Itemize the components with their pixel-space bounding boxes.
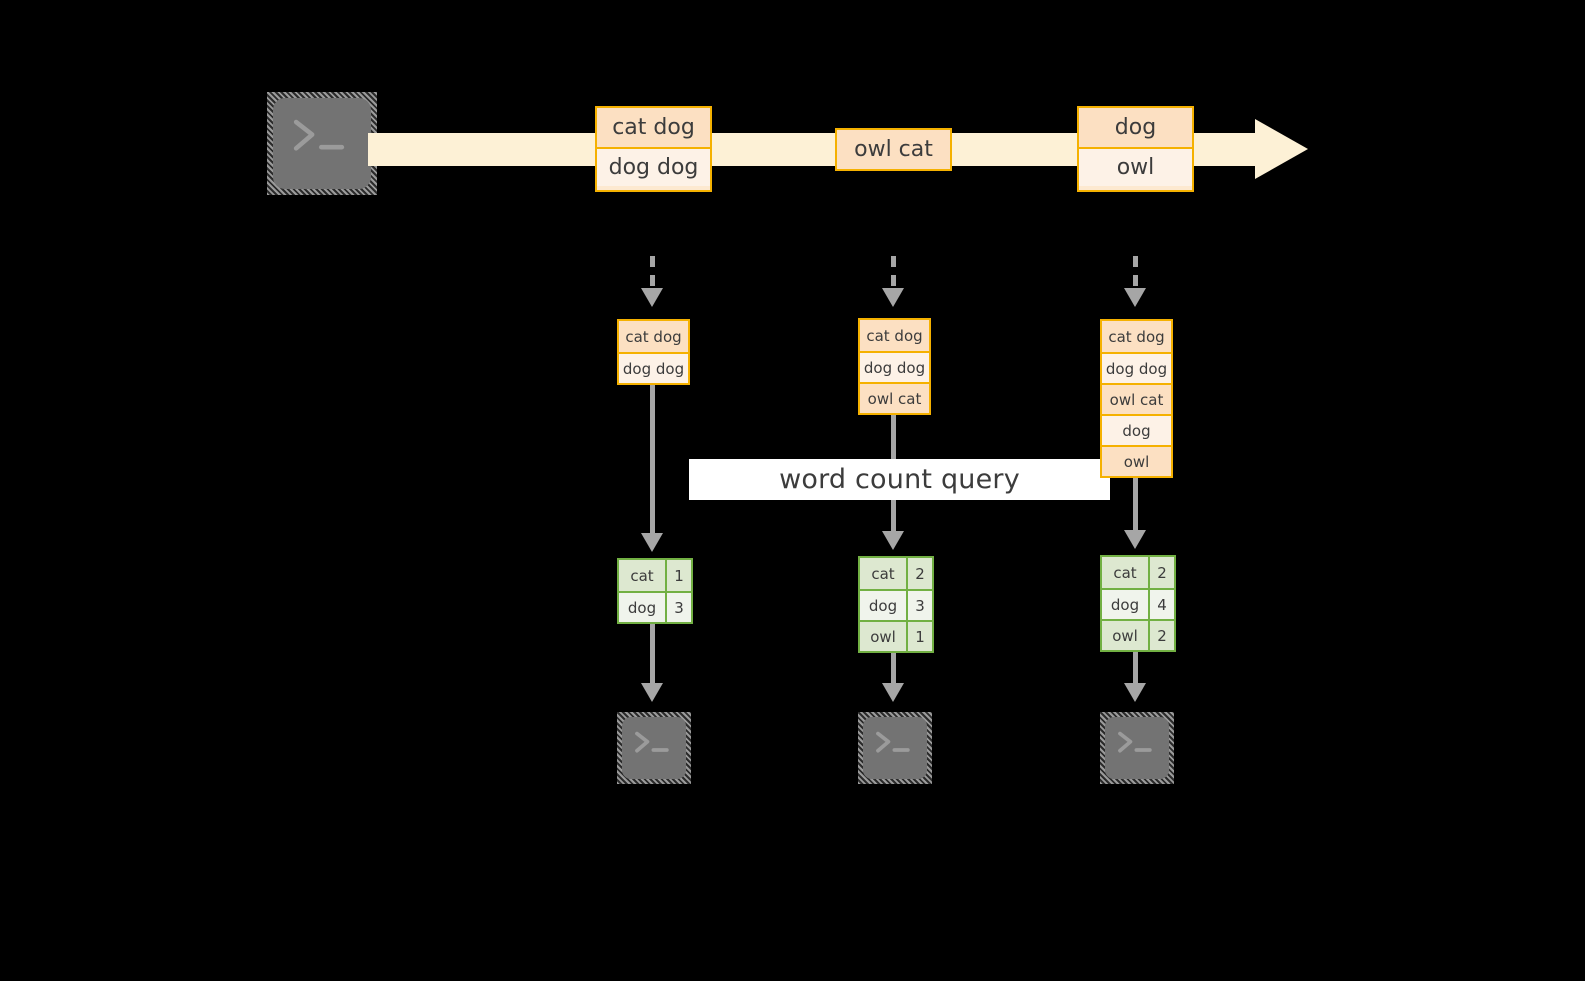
terminal-prompt-glyph (635, 731, 669, 753)
result-table-2: cat 2 dog 3 owl 1 (858, 556, 934, 653)
snapshot-trigger-arrowhead-icon (882, 288, 904, 307)
result-word: cat (619, 560, 665, 591)
result-row: dog 3 (860, 589, 932, 620)
snapshot-trigger-dashed-line (650, 256, 655, 292)
snapshot-record: cat dog (1102, 321, 1171, 352)
result-3-to-sink-line (1133, 652, 1138, 686)
result-count: 2 (1148, 621, 1174, 650)
snapshot-1-records: cat dog dog dog (617, 319, 690, 385)
result-row: owl 2 (1102, 619, 1174, 650)
snapshot-record: owl cat (1102, 383, 1171, 414)
result-count: 3 (665, 593, 691, 622)
result-row: dog 4 (1102, 588, 1174, 619)
result-2-to-sink-arrowhead-icon (882, 683, 904, 702)
result-word: dog (619, 593, 665, 622)
terminal-body (1105, 717, 1169, 779)
snapshot-record: dog (1102, 414, 1171, 445)
result-word: cat (1102, 557, 1148, 588)
result-count: 1 (906, 622, 932, 651)
query-label-text: word count query (779, 464, 1020, 495)
snapshot-trigger-dashed-line (1133, 256, 1138, 292)
result-count: 1 (665, 560, 691, 591)
sink-terminal-icon-2 (858, 712, 932, 784)
result-row: owl 1 (860, 620, 932, 651)
snapshot-record: cat dog (860, 320, 929, 351)
result-row: cat 2 (1102, 557, 1174, 588)
query-label-banner: word count query (689, 459, 1110, 500)
snapshot-trigger-dashed-line (891, 256, 896, 292)
result-2-to-sink-line (891, 653, 896, 686)
result-word: owl (1102, 621, 1148, 650)
sink-terminal-icon-3 (1100, 712, 1174, 784)
snapshot-record: dog dog (860, 351, 929, 382)
terminal-prompt-glyph (876, 731, 910, 753)
stream-record: dog (1079, 108, 1192, 147)
result-count: 4 (1148, 590, 1174, 619)
result-1-to-sink-arrowhead-icon (641, 683, 663, 702)
snapshot-trigger-arrowhead-icon (641, 288, 663, 307)
stream-record: dog dog (597, 147, 710, 186)
terminal-body (863, 717, 927, 779)
result-table-1: cat 1 dog 3 (617, 558, 693, 624)
result-word: owl (860, 622, 906, 651)
source-terminal-icon (267, 92, 377, 195)
snapshot-2-to-result-arrowhead-icon (882, 531, 904, 550)
snapshot-record: owl cat (860, 382, 929, 413)
terminal-prompt-glyph (1118, 731, 1152, 753)
snapshot-2-records: cat dog dog dog owl cat (858, 318, 931, 415)
result-row: cat 1 (619, 560, 691, 591)
snapshot-3-to-result-line (1133, 478, 1138, 534)
snapshot-record: dog dog (619, 352, 688, 383)
snapshot-record: cat dog (619, 321, 688, 352)
stream-record: owl (1079, 147, 1192, 186)
sink-terminal-icon-1 (617, 712, 691, 784)
result-count: 2 (906, 558, 932, 589)
result-table-3: cat 2 dog 4 owl 2 (1100, 555, 1176, 652)
stream-record: cat dog (597, 108, 710, 147)
result-word: dog (1102, 590, 1148, 619)
snapshot-3-records: cat dog dog dog owl cat dog owl (1100, 319, 1173, 478)
result-count: 2 (1148, 557, 1174, 588)
result-3-to-sink-arrowhead-icon (1124, 683, 1146, 702)
stream-record: owl cat (837, 130, 950, 169)
snapshot-1-to-result-line (650, 385, 655, 537)
snapshot-record: owl (1102, 445, 1171, 476)
terminal-prompt-glyph (293, 119, 344, 151)
result-count: 3 (906, 591, 932, 620)
result-word: cat (860, 558, 906, 589)
result-row: dog 3 (619, 591, 691, 622)
snapshot-1-to-result-arrowhead-icon (641, 533, 663, 552)
result-1-to-sink-line (650, 624, 655, 686)
result-word: dog (860, 591, 906, 620)
result-row: cat 2 (860, 558, 932, 589)
stream-group-3: dog owl (1077, 106, 1194, 192)
stream-group-1: cat dog dog dog (595, 106, 712, 192)
stream-arrow-head-icon (1255, 119, 1308, 179)
snapshot-3-to-result-arrowhead-icon (1124, 530, 1146, 549)
snapshot-trigger-arrowhead-icon (1124, 288, 1146, 307)
snapshot-record: dog dog (1102, 352, 1171, 383)
terminal-body (273, 98, 371, 189)
terminal-body (622, 717, 686, 779)
stream-group-2: owl cat (835, 128, 952, 171)
